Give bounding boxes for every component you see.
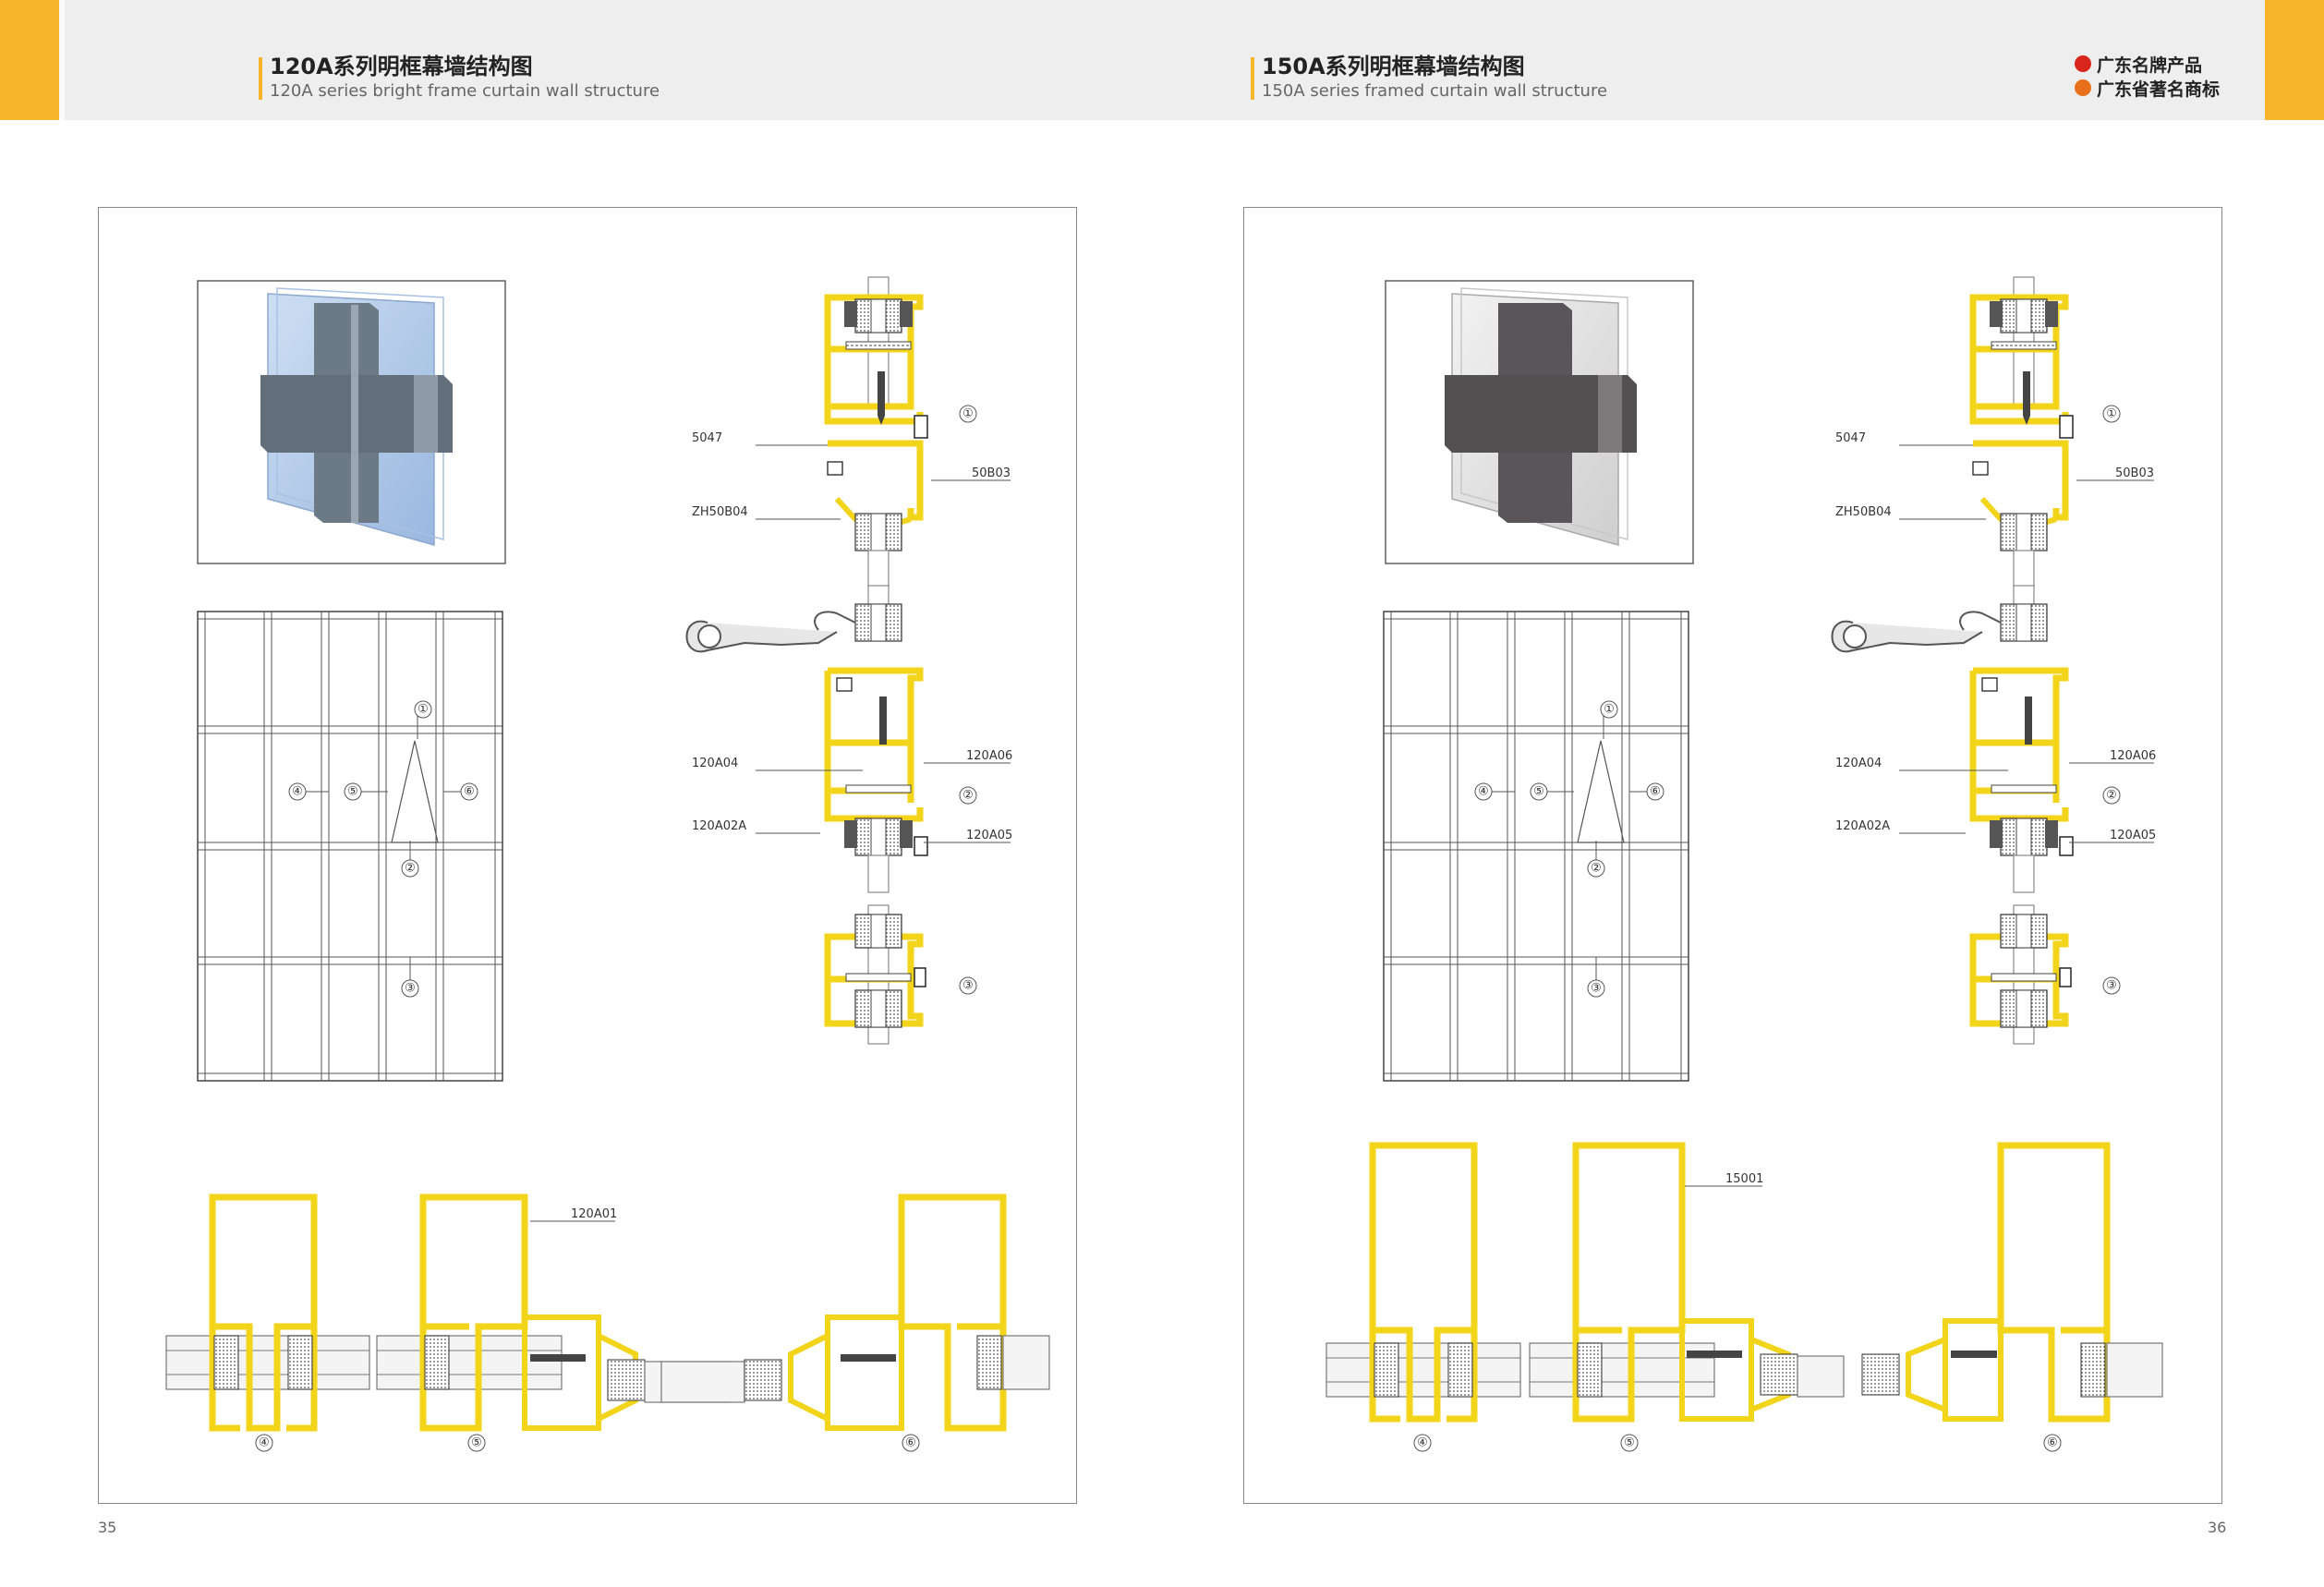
right-vertical-section-top bbox=[1973, 277, 2073, 588]
right-label-120a04: 120A04 bbox=[1835, 757, 1882, 770]
right-elev-marker-2: ② bbox=[1591, 862, 1602, 876]
right-horizontal-section-4 bbox=[1325, 1142, 1521, 1423]
badge-famous-brand-text: 广东名牌产品 bbox=[2097, 55, 2203, 76]
right-label-5047: 5047 bbox=[1835, 431, 1866, 445]
left-label-120a06: 120A06 bbox=[966, 749, 1012, 763]
right-drawing-set: ① ④ ⑤ ⑥ ② ③ 5047 ZH50B04 50B03 bbox=[1325, 277, 2163, 1452]
left-horizontal-callouts: 120A01 ④ ⑤ ⑥ bbox=[255, 1207, 920, 1452]
left-elev-marker-3: ③ bbox=[405, 982, 416, 996]
right-elev-marker-5: ⑤ bbox=[1533, 785, 1544, 799]
left-elevation-markers: ① ④ ⑤ ⑥ ② ③ bbox=[288, 700, 478, 998]
right-title-cn: 150A系列明框幕墙结构图 bbox=[1262, 54, 1525, 79]
award-seal-icon bbox=[2075, 55, 2091, 72]
left-elev-marker-4: ④ bbox=[292, 785, 303, 799]
left-hsec-marker-6: ⑥ bbox=[905, 1436, 916, 1450]
header-divider bbox=[59, 0, 65, 120]
left-drawing-frame bbox=[98, 207, 1077, 1504]
left-label-120a02a: 120A02A bbox=[692, 819, 746, 833]
left-title-cn: 120A系列明框幕墙结构图 bbox=[270, 54, 533, 79]
left-horizontal-section-4 bbox=[166, 1197, 369, 1428]
left-elev-marker-5: ⑤ bbox=[347, 785, 358, 799]
right-label-15001: 15001 bbox=[1725, 1172, 1763, 1186]
right-sec-marker-3: ③ bbox=[2106, 979, 2117, 993]
left-elev-marker-1: ① bbox=[418, 703, 429, 717]
badge-famous-trademark-text: 广东省著名商标 bbox=[2097, 79, 2221, 100]
right-hsec-marker-5: ⑤ bbox=[1624, 1436, 1635, 1450]
right-elev-marker-4: ④ bbox=[1478, 785, 1489, 799]
award-badges: 广东名牌产品 广东省著名商标 bbox=[2075, 52, 2232, 100]
right-elevation-markers: ① ④ ⑤ ⑥ ② ③ bbox=[1474, 700, 1664, 998]
right-elev-marker-3: ③ bbox=[1591, 982, 1602, 996]
left-section-callouts: 5047 ZH50B04 50B03 ① 120A04 120A02A 120A… bbox=[692, 405, 1012, 995]
right-product-render bbox=[1385, 280, 1694, 564]
right-elevation-grid bbox=[1383, 611, 1689, 1082]
left-drawing-set: ① ④ ⑤ ⑥ ② ③ 5047 ZH50B04 50B0 bbox=[166, 277, 1049, 1452]
left-horizontal-section-6 bbox=[661, 1197, 1049, 1428]
page-header: 120A系列明框幕墙结构图 120A series bright frame c… bbox=[0, 0, 2324, 120]
trademark-seal-icon bbox=[2075, 79, 2091, 96]
left-label-120a04: 120A04 bbox=[692, 757, 738, 770]
left-hsec-marker-5: ⑤ bbox=[471, 1436, 482, 1450]
right-title-block: 150A系列明框幕墙结构图 150A series framed curtain… bbox=[1251, 54, 1608, 102]
left-label-zh50b04: ZH50B04 bbox=[692, 505, 748, 519]
left-label-120a05: 120A05 bbox=[966, 829, 1012, 842]
right-horizontal-callouts: 15001 ④ ⑤ ⑥ bbox=[1413, 1172, 2062, 1452]
right-title-bar bbox=[1251, 57, 1254, 100]
left-vertical-section-mid bbox=[687, 586, 928, 892]
left-elev-marker-6: ⑥ bbox=[464, 785, 475, 799]
left-sec-marker-3: ③ bbox=[962, 979, 974, 993]
right-horizontal-section-6 bbox=[1861, 1142, 2163, 1423]
right-horizontal-section-5 bbox=[1529, 1142, 1845, 1423]
right-hsec-marker-6: ⑥ bbox=[2047, 1436, 2058, 1450]
right-elev-marker-1: ① bbox=[1604, 703, 1615, 717]
right-label-zh50b04: ZH50B04 bbox=[1835, 505, 1892, 519]
right-page-number: 36 bbox=[2208, 1519, 2227, 1536]
right-sec-marker-1: ① bbox=[2106, 407, 2117, 421]
left-tab-accent bbox=[0, 0, 59, 120]
right-label-120a02a: 120A02A bbox=[1835, 819, 1890, 833]
right-tab-accent bbox=[2265, 0, 2324, 120]
right-label-120a06: 120A06 bbox=[2110, 749, 2156, 763]
left-label-120a01: 120A01 bbox=[571, 1207, 617, 1221]
right-section-callouts: 5047 ZH50B04 50B03 ① 120A04 120A02A 120A… bbox=[1835, 405, 2156, 995]
right-title-en: 150A series framed curtain wall structur… bbox=[1262, 81, 1608, 101]
left-hsec-marker-4: ④ bbox=[259, 1436, 270, 1450]
left-sec-marker-1: ① bbox=[962, 407, 974, 421]
left-page-number: 35 bbox=[98, 1519, 117, 1536]
right-vertical-section-bottom bbox=[1973, 905, 2071, 1044]
right-label-50b03: 50B03 bbox=[2115, 466, 2154, 480]
badge-famous-trademark: 广东省著名商标 bbox=[2075, 76, 2232, 100]
right-vertical-section-mid bbox=[1833, 586, 2074, 892]
left-sec-marker-2: ② bbox=[962, 789, 974, 803]
left-label-5047: 5047 bbox=[692, 431, 722, 445]
left-title-block: 120A系列明框幕墙结构图 120A series bright frame c… bbox=[259, 54, 660, 102]
badge-famous-brand: 广东名牌产品 bbox=[2075, 52, 2232, 76]
left-elevation-grid bbox=[197, 611, 503, 1082]
left-title-bar bbox=[259, 57, 262, 100]
left-vertical-section-top bbox=[828, 277, 927, 588]
right-sec-marker-2: ② bbox=[2106, 789, 2117, 803]
right-drawing-frame bbox=[1243, 207, 2222, 1504]
left-vertical-section-bottom bbox=[828, 905, 926, 1044]
left-elev-marker-2: ② bbox=[405, 862, 416, 876]
left-label-50b03: 50B03 bbox=[972, 466, 1011, 480]
right-elev-marker-6: ⑥ bbox=[1650, 785, 1661, 799]
left-product-render bbox=[197, 280, 506, 564]
left-title-en: 120A series bright frame curtain wall st… bbox=[270, 81, 660, 101]
right-hsec-marker-4: ④ bbox=[1417, 1436, 1428, 1450]
right-label-120a05: 120A05 bbox=[2110, 829, 2156, 842]
